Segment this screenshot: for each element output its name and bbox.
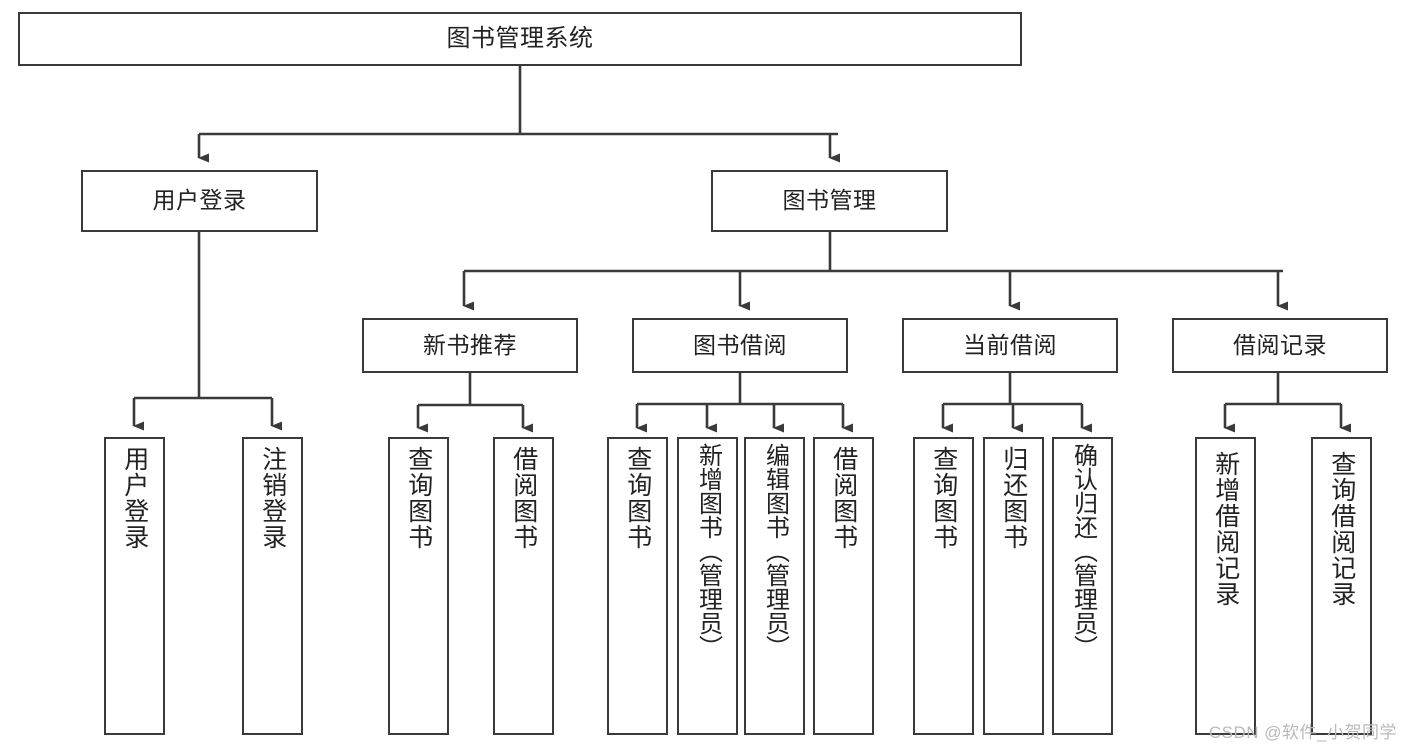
node-leaf-add-borrow-record[interactable]: 新增借阅记录 (1195, 437, 1256, 735)
leaf-label: 借阅图书 (829, 446, 858, 550)
node-leaf-edit-book-admin[interactable]: 编辑图书（管理员） (744, 437, 805, 735)
node-leaf-query-borrow-record[interactable]: 查询借阅记录 (1311, 437, 1372, 735)
node-borrow-record[interactable]: 借阅记录 (1172, 318, 1388, 373)
node-leaf-logout-login[interactable]: 注销登录 (242, 437, 303, 735)
watermark-text: CSDN @软件_小贺同学 (1208, 723, 1397, 742)
node-leaf-confirm-return-admin[interactable]: 确认归还（管理员） (1052, 437, 1113, 735)
node-book-manage[interactable]: 图书管理 (711, 170, 948, 232)
node-leaf-query-book-3[interactable]: 查询图书 (913, 437, 974, 735)
node-leaf-borrow-book-1[interactable]: 借阅图书 (493, 437, 554, 735)
node-leaf-query-book-2[interactable]: 查询图书 (607, 437, 668, 735)
leaf-label: 新增图书（管理员） (694, 443, 722, 659)
leaf-label: 查询图书 (623, 446, 652, 550)
node-leaf-add-book-admin[interactable]: 新增图书（管理员） (677, 437, 738, 735)
leaf-label: 查询图书 (404, 446, 433, 550)
node-current-borrow[interactable]: 当前借阅 (902, 318, 1118, 373)
node-root-system[interactable]: 图书管理系统 (18, 12, 1022, 66)
node-leaf-user-login[interactable]: 用户登录 (104, 437, 165, 735)
leaf-label: 查询借阅记录 (1327, 451, 1356, 607)
node-leaf-return-book[interactable]: 归还图书 (983, 437, 1044, 735)
leaf-label: 借阅图书 (509, 446, 538, 550)
leaf-label: 用户登录 (120, 446, 149, 550)
node-leaf-borrow-book-2[interactable]: 借阅图书 (813, 437, 874, 735)
leaf-label: 查询图书 (929, 446, 958, 550)
leaf-label: 确认归还（管理员） (1069, 443, 1097, 659)
node-user-login[interactable]: 用户登录 (81, 170, 318, 232)
leaf-label: 新增借阅记录 (1211, 451, 1240, 607)
node-new-book-recommend[interactable]: 新书推荐 (362, 318, 578, 373)
leaf-label: 注销登录 (258, 446, 287, 550)
leaf-label: 编辑图书（管理员） (761, 443, 789, 659)
leaf-label: 归还图书 (999, 446, 1028, 550)
node-leaf-query-book-1[interactable]: 查询图书 (388, 437, 449, 735)
node-book-borrow[interactable]: 图书借阅 (632, 318, 848, 373)
